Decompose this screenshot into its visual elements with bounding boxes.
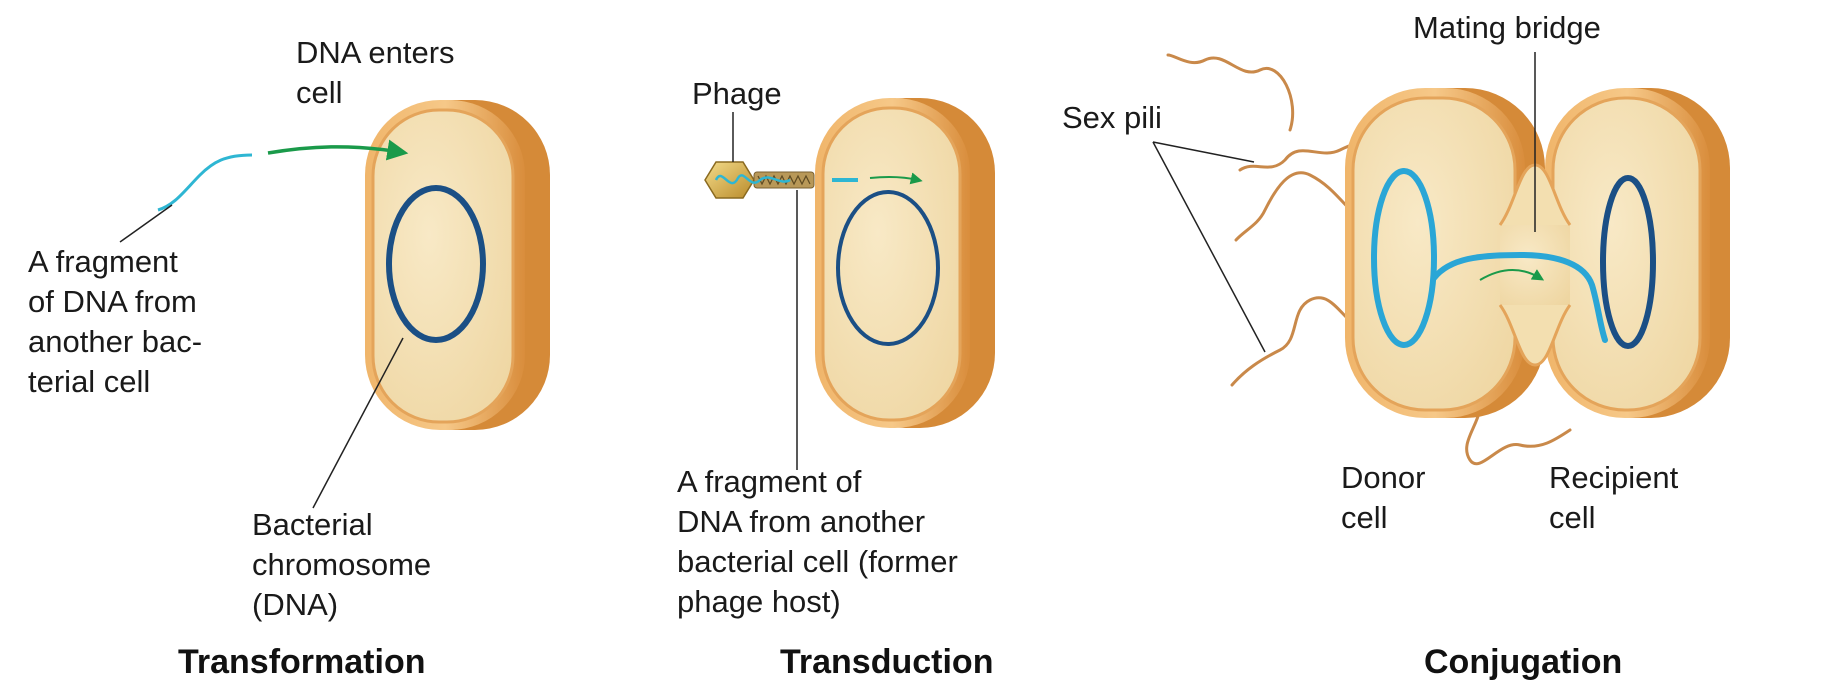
conjugation-title: Conjugation <box>1424 643 1623 681</box>
dna-fragment-strand <box>157 153 253 212</box>
dna-fragment-label: A fragment of DNA from another bac- teri… <box>28 244 203 399</box>
donor-cell-label: Donor cell <box>1341 460 1426 535</box>
sex-pili-label: Sex pili <box>1062 100 1162 135</box>
transferred-dna-strand <box>1431 251 1608 343</box>
dna-enters-cell-label: DNA enters cell <box>296 35 455 110</box>
transformation-panel <box>119 100 550 509</box>
transduction-title: Transduction <box>780 643 994 681</box>
sex-pili-leader-line-1 <box>1152 141 1255 163</box>
donor-chromosome <box>1371 168 1437 348</box>
recipient-chromosome-conjugation <box>1600 175 1656 349</box>
transduction-arrow <box>869 172 923 185</box>
chromosome-leader-line <box>312 337 404 509</box>
transformation-title: Transformation <box>178 643 426 681</box>
fragment-leader-line <box>119 204 173 243</box>
transduction-cell <box>815 98 995 428</box>
dna-entry-arrow <box>267 139 409 161</box>
recipient-chromosome <box>836 190 940 346</box>
transduction-fragment-label: A fragment of DNA from another bacterial… <box>677 464 958 619</box>
phage-icon <box>704 161 815 199</box>
recipient-cell <box>1545 88 1730 418</box>
bacterial-chromosome <box>386 185 486 343</box>
transduction-panel <box>704 98 995 470</box>
phage-label: Phage <box>692 76 782 111</box>
bacterial-chromosome-label: Bacterial chromosome (DNA) <box>252 507 432 622</box>
sex-pili-leader-line-2 <box>1152 141 1266 353</box>
conjugation-arrow <box>1479 268 1545 281</box>
mating-bridge-label: Mating bridge <box>1413 10 1601 45</box>
recipient-cell-label: Recipient cell <box>1549 460 1679 535</box>
transformation-cell <box>365 100 550 430</box>
conjugation-panel <box>1152 52 1730 466</box>
